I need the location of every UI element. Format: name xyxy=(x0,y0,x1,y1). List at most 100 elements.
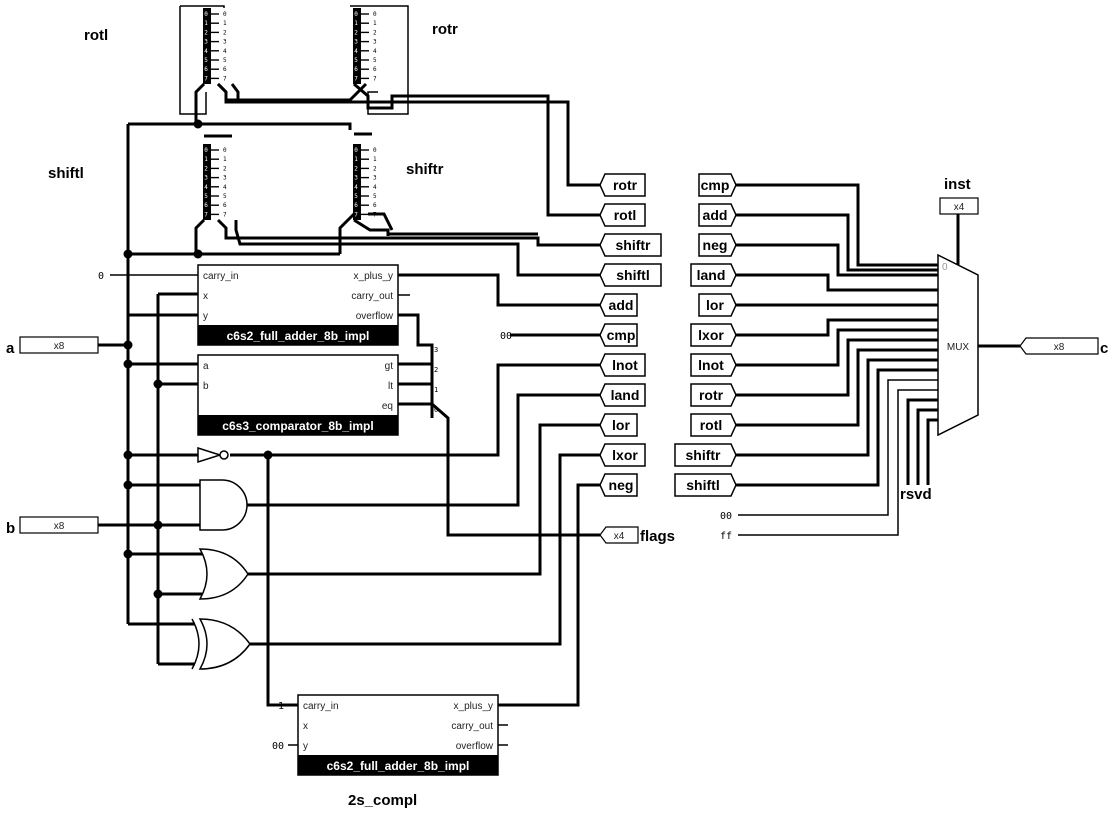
splitter-bit-label: 4 xyxy=(373,48,377,55)
adder1-overflow-label: overflow xyxy=(356,311,394,322)
tunnel-lor[interactable]: lor xyxy=(599,413,638,437)
comparator-eq-label: eq xyxy=(382,401,393,412)
not-gate[interactable] xyxy=(197,446,229,464)
label-twos-compl: 2s_compl xyxy=(348,792,417,809)
adder2-block[interactable]: carry_in x y x_plus_y carry_out overflow… xyxy=(297,694,499,776)
adder1-x-label: x xyxy=(203,291,208,302)
splitter-bit-label: 5 xyxy=(204,193,208,200)
c-width: x8 xyxy=(1054,342,1065,353)
splitter-bit-label: 7 xyxy=(204,211,208,218)
tunnel-add[interactable]: add xyxy=(698,203,737,227)
input-buses xyxy=(98,124,210,666)
svg-text:1: 1 xyxy=(434,386,438,394)
output-c[interactable]: x8 xyxy=(1019,337,1099,355)
tunnel-cmp[interactable]: cmp xyxy=(599,323,638,347)
splitter-bit-label: 3 xyxy=(373,39,377,46)
splitter-bit-label: 0 xyxy=(354,11,358,18)
input-a[interactable]: x8 xyxy=(19,336,99,354)
inst-width: x4 xyxy=(954,202,965,213)
svg-text:3: 3 xyxy=(434,346,438,354)
tunnel-lnot[interactable]: lnot xyxy=(599,353,646,377)
tunnel-rotr[interactable]: rotr xyxy=(599,173,646,197)
adder2-carry-out-label: carry_out xyxy=(451,721,493,732)
splitter-bit-label: 7 xyxy=(354,211,358,218)
splitter-bit-label: 2 xyxy=(354,29,358,36)
splitter-bit-label: 4 xyxy=(204,48,208,55)
right-tunnels: cmp add neg land lor lxor lnot rotr rotl shiftr sh… xyxy=(674,173,737,497)
tunnel-land[interactable]: land xyxy=(599,383,646,407)
tunnel-label: land xyxy=(697,267,726,283)
tunnel-label: lor xyxy=(612,417,630,433)
splitter-bit-label: 2 xyxy=(373,165,377,172)
adder1-sum-label: x_plus_y xyxy=(354,271,393,282)
tunnel-label: cmp xyxy=(701,177,730,193)
splitter-bit-label: 3 xyxy=(373,175,377,182)
splitter-bit-label: 6 xyxy=(223,202,227,209)
splitter-bit-label: 2 xyxy=(223,29,227,36)
tunnel-land[interactable]: land xyxy=(690,263,737,287)
adder2-sum-label: x_plus_y xyxy=(454,701,493,712)
splitter-bit-label: 5 xyxy=(373,57,377,64)
adder1-carry-in-label: carry_in xyxy=(203,271,239,282)
input-b[interactable]: x8 xyxy=(19,516,99,534)
splitter-bit-label: 2 xyxy=(223,165,227,172)
adder1-block[interactable]: carry_in x y x_plus_y carry_out overflow… xyxy=(197,264,399,346)
tunnel-lxor[interactable]: lxor xyxy=(690,323,737,347)
tunnel-rotl[interactable]: rotl xyxy=(690,413,737,437)
splitter-bit-label: 2 xyxy=(204,29,208,36)
tunnel-label: lxor xyxy=(612,447,638,463)
splitter-bit-label: 6 xyxy=(373,66,377,73)
tunnel-rotl[interactable]: rotl xyxy=(599,203,646,227)
splitter-bit-label: 0 xyxy=(373,147,377,154)
tunnel-label: land xyxy=(611,387,640,403)
tunnel-lor[interactable]: lor xyxy=(698,293,737,317)
comparator-b-label: b xyxy=(203,381,209,392)
mux-block[interactable]: MUX 0 xyxy=(937,253,979,437)
output-flags[interactable]: x4 xyxy=(599,526,639,544)
input-inst[interactable]: x4 xyxy=(939,197,979,215)
adder1-title: c6s2_full_adder_8b_impl xyxy=(227,329,370,343)
tunnel-shiftr[interactable]: shiftr xyxy=(674,443,737,467)
splitter-bit-label: 1 xyxy=(354,156,358,163)
splitter-bit-label: 6 xyxy=(373,202,377,209)
splitter-bit-label: 2 xyxy=(204,165,208,172)
const-cmp: 00 xyxy=(500,331,512,342)
const-mux-00: 00 xyxy=(720,511,732,522)
splitter-bit-label: 5 xyxy=(354,193,358,200)
tunnel-shiftr[interactable]: shiftr xyxy=(599,233,662,257)
comparator-block[interactable]: a b gt lt eq c6s3_comparator_8b_impl xyxy=(197,354,399,436)
tunnel-label: shiftl xyxy=(616,267,649,283)
splitter-bit-label: 7 xyxy=(354,75,358,82)
xor-gate[interactable] xyxy=(191,618,251,670)
tunnel-shiftl[interactable]: shiftl xyxy=(674,473,737,497)
tunnel-label: rotr xyxy=(699,387,724,403)
splitter-bit-label: 3 xyxy=(204,175,208,182)
mux-label: MUX xyxy=(947,342,970,353)
tunnel-lnot[interactable]: lnot xyxy=(690,353,737,377)
tunnel-neg[interactable]: neg xyxy=(599,473,638,497)
and-gate[interactable] xyxy=(199,479,248,531)
or-gate[interactable] xyxy=(198,548,249,600)
splitter-bit-label: 2 xyxy=(373,29,377,36)
adder2-y-label: y xyxy=(303,741,308,752)
mux-sel-zero: 0 xyxy=(942,262,948,273)
splitter-bit-label: 1 xyxy=(204,156,208,163)
result-wiring xyxy=(230,273,600,746)
splitter-bit-label: 3 xyxy=(223,39,227,46)
tunnel-add[interactable]: add xyxy=(599,293,638,317)
label-flags: flags xyxy=(640,528,675,545)
tunnel-shiftl[interactable]: shiftl xyxy=(599,263,662,287)
adder1-carry-out-label: carry_out xyxy=(351,291,393,302)
tunnel-rotr[interactable]: rotr xyxy=(690,383,737,407)
label-shiftr: shiftr xyxy=(406,161,444,178)
label-shiftl: shiftl xyxy=(48,165,84,182)
splitter-bit-label: 3 xyxy=(223,175,227,182)
tunnel-cmp[interactable]: cmp xyxy=(698,173,737,197)
tunnel-label: add xyxy=(703,207,728,223)
splitter-bit-label: 5 xyxy=(223,57,227,64)
tunnel-neg[interactable]: neg xyxy=(698,233,737,257)
tunnel-lxor[interactable]: lxor xyxy=(599,443,646,467)
